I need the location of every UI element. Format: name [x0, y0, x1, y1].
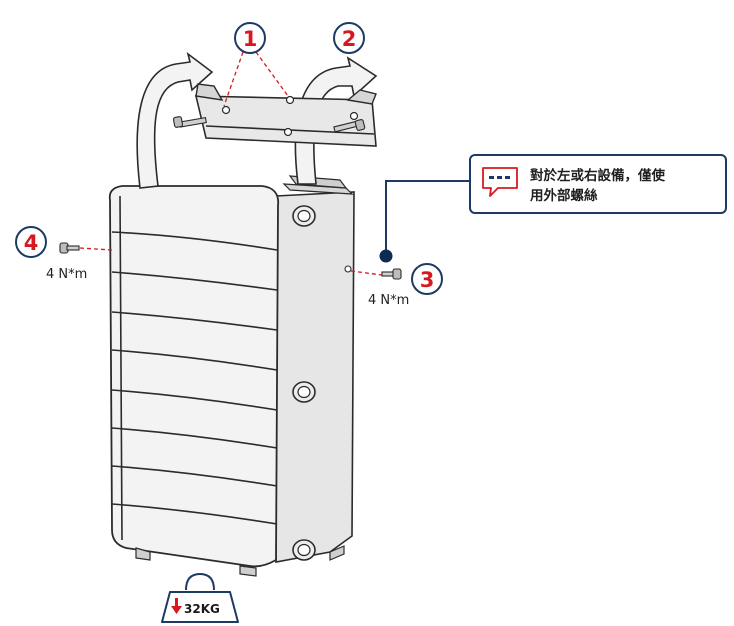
step-1-number: 1 — [243, 27, 258, 51]
bracket-hole — [283, 127, 293, 137]
note-text-line1: 對於左或右設備，僅使 — [530, 167, 665, 184]
step-2-callout: 2 — [333, 22, 365, 54]
inverter-seam — [111, 427, 278, 449]
note-text-line2: 用外部螺絲 — [530, 187, 598, 204]
inverter-foot — [329, 545, 345, 561]
comment-icon — [482, 167, 518, 197]
inverter-seam — [111, 271, 278, 291]
weight-label: 32KG — [184, 602, 220, 616]
inverter-unit — [108, 175, 355, 577]
mounting-rivet-inner — [297, 385, 311, 399]
leader-line-step4 — [79, 247, 113, 251]
down-arrow-icon — [171, 598, 182, 614]
step-3-number: 3 — [420, 268, 435, 292]
step-1-callout: 1 — [234, 22, 266, 54]
inverter-bevel-line — [119, 195, 123, 541]
leader-line-step1 — [255, 51, 289, 97]
note-box: 對於左或右設備，僅使 用外部螺絲 — [469, 154, 727, 214]
step-4-number: 4 — [24, 231, 39, 255]
inverter-seam — [111, 465, 278, 487]
bracket-plate — [194, 95, 377, 147]
leader-line-step1 — [223, 51, 244, 107]
note-connector-line — [385, 180, 470, 256]
inverter-seam — [111, 231, 278, 251]
bracket-hole — [221, 105, 231, 115]
inverter-seam — [111, 389, 278, 411]
side-screw-right — [381, 268, 402, 280]
mounting-rivet-inner — [297, 209, 311, 223]
inverter-seam — [111, 503, 278, 525]
inverter-side-panel — [275, 191, 355, 563]
note-connector-dot — [379, 249, 393, 263]
lift-arrow-left — [136, 52, 214, 189]
inverter-foot — [135, 547, 151, 561]
weight-icon: 32KG — [161, 572, 239, 623]
bracket-hole — [285, 95, 295, 105]
step-3-callout: 3 — [411, 263, 443, 295]
bracket-screw-left — [172, 116, 207, 128]
side-screw-hole — [344, 265, 352, 273]
inverter-seam — [111, 311, 278, 331]
bracket-hole — [349, 111, 359, 121]
step-2-number: 2 — [342, 27, 357, 51]
bracket-flange-right — [346, 89, 377, 105]
inverter-front-panel — [108, 185, 280, 568]
torque-label-step3: 4 N*m — [368, 293, 409, 308]
side-screw-left — [59, 242, 80, 254]
leader-line-step3 — [350, 270, 383, 276]
torque-label-step4: 4 N*m — [46, 267, 87, 282]
mounting-bracket — [172, 83, 377, 147]
inverter-foot — [239, 565, 257, 577]
inverter-seam — [111, 349, 278, 371]
bracket-flange-left — [195, 83, 224, 101]
step-4-callout: 4 — [15, 226, 47, 258]
bracket-screw-right — [333, 119, 366, 133]
mounting-rivet-inner — [297, 543, 311, 557]
